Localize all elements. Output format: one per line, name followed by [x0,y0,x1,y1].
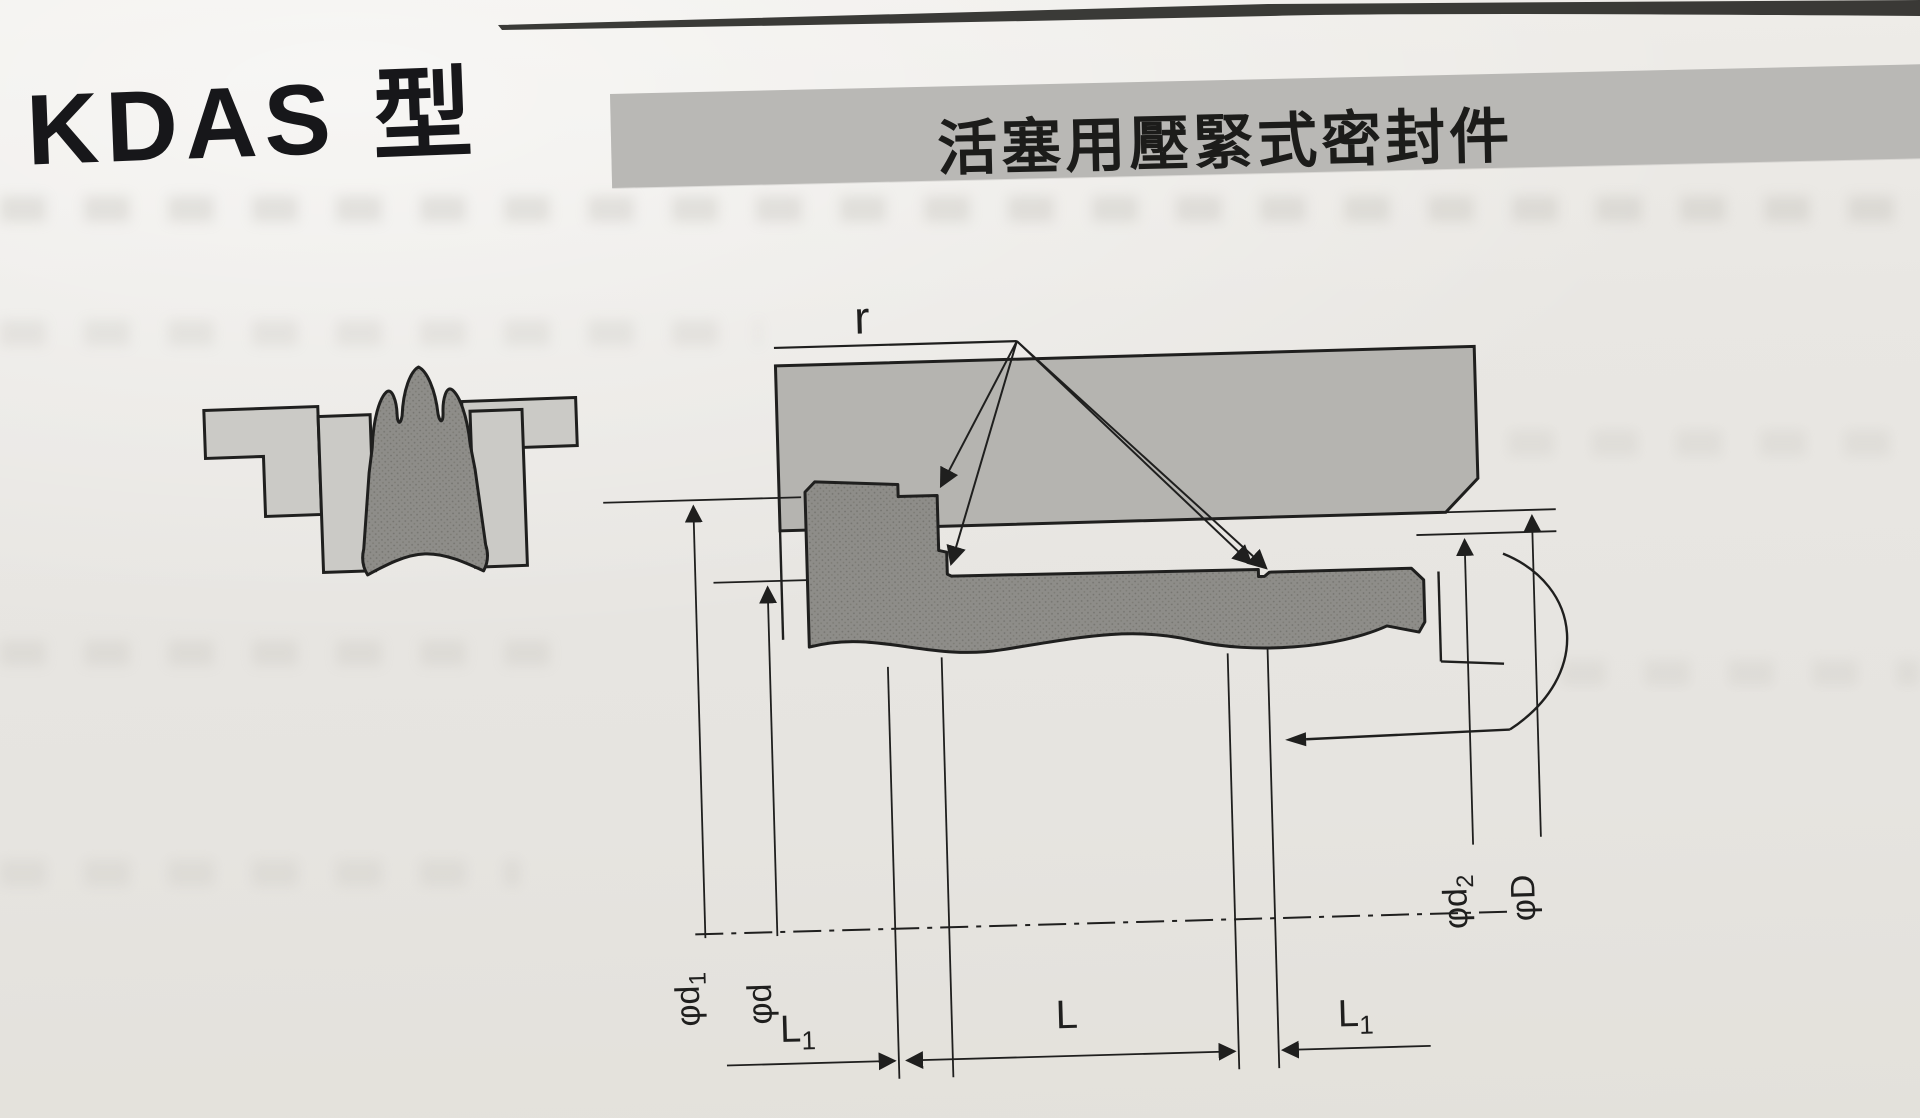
paper-bleed-texture [0,196,1920,222]
seal-assembly-section [803,480,1427,654]
ext-line-1 [887,666,901,1079]
page-edge-line [498,0,1920,30]
section-banner-label: 活塞用壓緊式密封件 [936,102,1514,183]
groove-right-wall [1437,571,1443,662]
dim-line-D [1523,514,1542,837]
ext-line-3 [1226,653,1241,1070]
dim-line-L [905,1042,1237,1070]
dim-label-L: L [1055,993,1078,1038]
dim-line-d [759,585,779,937]
dim-line-d2 [1456,537,1475,845]
centerline [695,910,1514,936]
dim-label-d: φd [741,983,780,1025]
dim-label-L1-right: L1 [1337,992,1374,1040]
ext-line-2 [940,657,955,1078]
paper-bleed-texture [0,320,760,346]
seal-od-extension-left [603,496,802,504]
section-tick [1285,732,1307,747]
bore-extension-line [1445,508,1556,514]
radius-arrow-4 [1016,340,1268,570]
center-seal-element [361,365,489,577]
seal-profile-diagram [202,365,579,577]
paper-bleed-texture [0,640,560,666]
piston-step-right [1440,660,1505,665]
dim-label-L1-left: L1 [779,1008,816,1056]
piston-od-extension-line [1416,530,1557,536]
paper-bleed-texture [0,860,520,886]
radius-label: r [853,291,870,343]
radius-leader-line [773,340,1017,350]
dim-label-D: φD [1504,874,1543,922]
piston-left-edge [778,530,785,640]
piston-inner-line [1306,728,1510,741]
dim-line-L1-left [726,1052,897,1071]
dim-label-d2: φd2 [1436,874,1481,930]
paper-bleed-texture [1560,660,1920,686]
dim-line-d1 [684,504,707,939]
page-top-edge [498,0,1920,30]
installation-drawing: r φd1 φd φd2 φD L1 [603,291,1569,1079]
page-title: KDAS 型 [24,57,482,187]
radius-arrow-1 [939,340,1018,489]
ext-line-4 [1266,648,1281,1069]
dim-label-d1: φd1 [668,972,713,1028]
section-banner: 活塞用壓緊式密封件 [610,62,1920,188]
left-anti-extrusion-ring [202,405,324,518]
dim-line-L1-right [1280,1040,1431,1059]
radius-arrow-2 [946,340,1018,567]
radius-arrow-3 [1016,340,1253,566]
